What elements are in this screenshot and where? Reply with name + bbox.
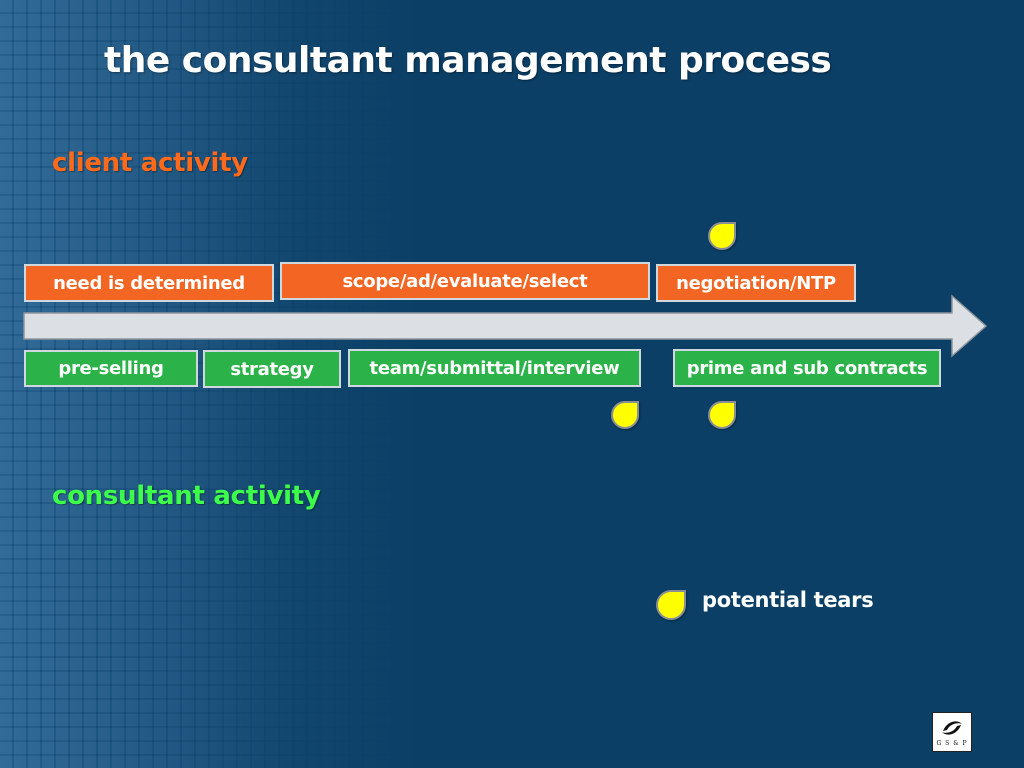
consultant-activity-label: consultant activity	[52, 481, 321, 511]
logo-text: G S & P	[936, 740, 968, 747]
legend-label: potential tears	[702, 588, 874, 612]
client-activity-label: client activity	[52, 148, 248, 178]
tear-icon	[708, 222, 736, 250]
tear-icon	[708, 401, 736, 429]
consultant-step-team-submittal: team/submittal/interview	[348, 349, 641, 387]
client-step-negotiation: negotiation/NTP	[656, 264, 856, 302]
consultant-step-strategy: strategy	[203, 350, 341, 388]
timeline-arrow	[23, 294, 988, 358]
logo-emblem-icon	[942, 721, 962, 735]
gsp-logo: G S & P	[932, 712, 972, 752]
tear-icon	[611, 401, 639, 429]
consultant-step-contracts: prime and sub contracts	[673, 349, 941, 387]
client-step-scope-select: scope/ad/evaluate/select	[280, 262, 650, 300]
legend-tear-icon	[656, 590, 686, 620]
page-title: the consultant management process	[104, 40, 832, 81]
client-step-need-determined: need is determined	[24, 264, 274, 302]
consultant-step-pre-selling: pre-selling	[24, 350, 198, 387]
